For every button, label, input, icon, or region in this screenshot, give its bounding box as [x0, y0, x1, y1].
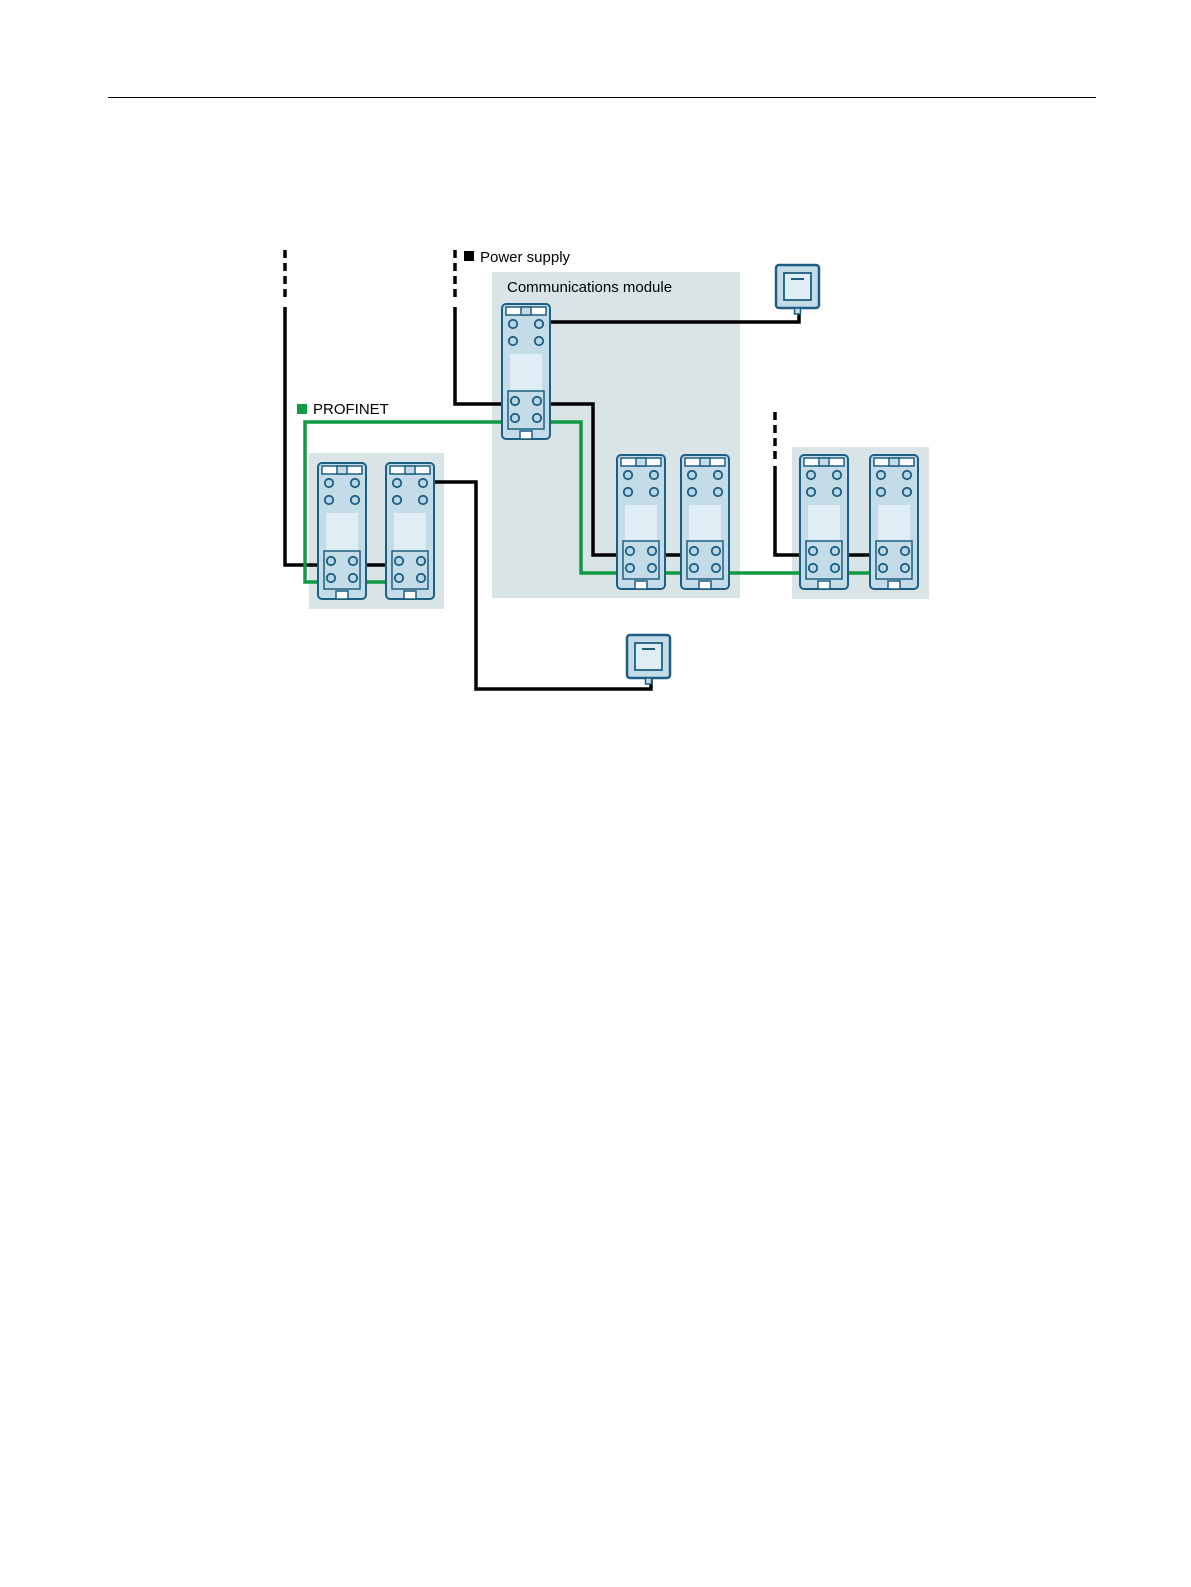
connector-port-icon	[809, 564, 817, 572]
connector-port-icon	[351, 479, 359, 487]
io-module-right-2	[870, 455, 918, 589]
connector-port-icon	[327, 557, 335, 565]
io-module-label-area	[510, 354, 542, 394]
connector-port-icon	[712, 547, 720, 555]
connector-port-icon	[419, 479, 427, 487]
io-module-top-clip	[889, 458, 899, 466]
connector-port-icon	[714, 488, 722, 496]
connector-port-icon	[714, 471, 722, 479]
connector-port-icon	[511, 414, 519, 422]
io-module-bottom-clip	[818, 581, 830, 589]
connector-port-icon	[903, 488, 911, 496]
connector-port-icon	[879, 564, 887, 572]
connector-port-icon	[535, 320, 543, 328]
io-module-center-2	[681, 455, 729, 589]
connector-port-icon	[688, 471, 696, 479]
io-module-left-1	[318, 463, 366, 599]
connector-port-icon	[395, 557, 403, 565]
profinet-legend: PROFINET	[297, 401, 389, 418]
connector-port-icon	[807, 471, 815, 479]
connector-port-icon	[690, 564, 698, 572]
connector-port-icon	[831, 547, 839, 555]
connector-port-icon	[327, 574, 335, 582]
power-supply-legend-swatch	[464, 251, 474, 261]
connector-port-icon	[650, 488, 658, 496]
io-module-label-area	[326, 513, 358, 553]
wall-device-top	[776, 265, 819, 314]
connector-port-icon	[626, 547, 634, 555]
connector-port-icon	[648, 547, 656, 555]
connector-port-icon	[624, 488, 632, 496]
connector-port-icon	[624, 471, 632, 479]
connector-port-icon	[901, 564, 909, 572]
connector-port-icon	[901, 547, 909, 555]
connector-port-icon	[417, 557, 425, 565]
connector-port-icon	[831, 564, 839, 572]
io-module-label-area	[878, 505, 910, 545]
io-module-top-clip	[405, 466, 415, 474]
connector-port-icon	[349, 557, 357, 565]
connector-port-icon	[688, 488, 696, 496]
connector-port-icon	[509, 320, 517, 328]
connector-port-icon	[533, 397, 541, 405]
connector-port-icon	[690, 547, 698, 555]
connector-port-icon	[511, 397, 519, 405]
connector-port-icon	[877, 471, 885, 479]
connector-port-icon	[833, 488, 841, 496]
io-module-bottom-clip	[699, 581, 711, 589]
power-supply-legend: Power supply	[464, 249, 571, 266]
io-module-top-clip	[337, 466, 347, 474]
communications-module-label: Communications module	[507, 279, 672, 296]
io-module-top-clip	[700, 458, 710, 466]
connector-port-icon	[417, 574, 425, 582]
io-module-bottom-clip	[635, 581, 647, 589]
io-module-label-area	[394, 513, 426, 553]
communications-module	[502, 304, 550, 439]
connector-port-icon	[877, 488, 885, 496]
connector-port-icon	[393, 496, 401, 504]
io-module-top-clip	[521, 307, 531, 315]
connector-port-icon	[351, 496, 359, 504]
io-module-label-area	[808, 505, 840, 545]
profinet-legend-label: PROFINET	[313, 401, 389, 418]
connector-port-icon	[626, 564, 634, 572]
io-module-bottom-clip	[336, 591, 348, 599]
connector-port-icon	[650, 471, 658, 479]
io-module-label-area	[625, 505, 657, 545]
wall-device-bottom	[627, 635, 670, 684]
connector-port-icon	[419, 496, 427, 504]
connector-port-icon	[395, 574, 403, 582]
device-box-face	[635, 643, 662, 670]
connector-port-icon	[325, 479, 333, 487]
io-module-top-clip	[636, 458, 646, 466]
connector-port-icon	[807, 488, 815, 496]
connector-port-icon	[325, 496, 333, 504]
connector-port-icon	[648, 564, 656, 572]
connector-port-icon	[533, 414, 541, 422]
connector-port-icon	[535, 337, 543, 345]
io-module-center-1	[617, 455, 665, 589]
connector-port-icon	[349, 574, 357, 582]
io-module-bottom-clip	[888, 581, 900, 589]
connector-port-icon	[809, 547, 817, 555]
device-box-face	[784, 273, 811, 300]
connector-port-icon	[903, 471, 911, 479]
io-module-left-2	[386, 463, 434, 599]
io-module-label-area	[689, 505, 721, 545]
connector-port-icon	[879, 547, 887, 555]
io-module-top-clip	[819, 458, 829, 466]
connector-port-icon	[393, 479, 401, 487]
profinet-legend-swatch	[297, 404, 307, 414]
connector-port-icon	[833, 471, 841, 479]
connector-port-icon	[509, 337, 517, 345]
device-box-connector	[795, 308, 801, 314]
io-module-bottom-clip	[404, 591, 416, 599]
io-module-right-1	[800, 455, 848, 589]
io-module-bottom-clip	[520, 431, 532, 439]
power-supply-legend-label: Power supply	[480, 249, 571, 266]
device-box-connector	[646, 678, 652, 684]
connector-port-icon	[712, 564, 720, 572]
